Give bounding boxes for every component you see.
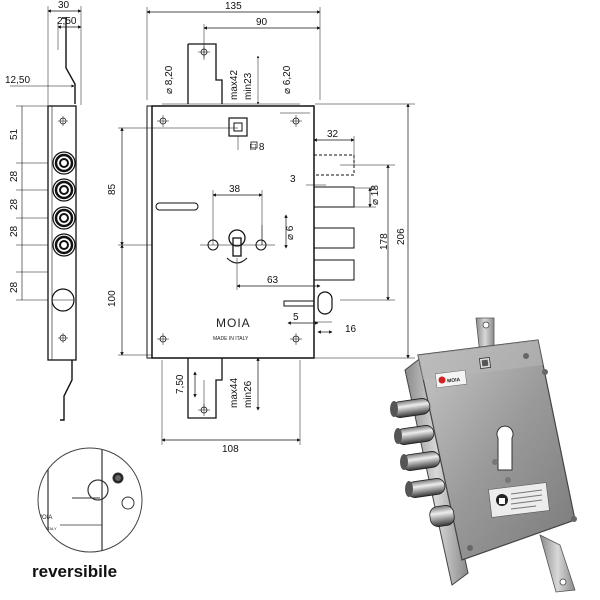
inset-brand: MOIA: [37, 515, 52, 521]
photo-sticker: MOIA: [434, 369, 468, 389]
lock-photo: MOIA: [390, 317, 577, 593]
dim-square: □ 8: [250, 142, 265, 153]
inset-sub: SEE ITALY: [37, 526, 57, 531]
dim-cylinder-dia: ⌀ 6: [285, 225, 296, 240]
latch-head: [51, 288, 75, 312]
side-view: [10, 6, 82, 421]
dim-keeper-bottom-max: max44: [229, 378, 240, 408]
dim-side-hook: 12,50: [5, 75, 30, 86]
dim-keeper-bottom-min: min26: [243, 380, 254, 408]
dim-side-pitch-2: 28: [9, 170, 20, 182]
side-bolts: [51, 151, 76, 312]
bolt-head-2: [52, 178, 76, 202]
dim-height-178: 178: [379, 233, 390, 250]
dim-front-keeper-offset: 90: [256, 17, 268, 28]
dim-height-206: 206: [396, 228, 407, 245]
reversible-caption: reversibile: [32, 562, 118, 581]
dim-keeper-top-right: ⌀ 6,20: [282, 65, 293, 94]
dim-bolt-length: 32: [327, 129, 339, 140]
bolt-head-3: [52, 206, 76, 230]
dim-bolt-63: 63: [267, 275, 279, 286]
dim-height-100: 100: [107, 290, 118, 307]
reversible-inset: MOIA SEE ITALY: [37, 447, 143, 553]
side-dimension-labels: 30 2,50 12,50 51 28 28 28 28: [5, 0, 77, 293]
dim-front-width: 135: [225, 1, 242, 12]
brand-made-in: MADE IN ITALY: [213, 336, 249, 342]
brand-name: MOIA: [216, 316, 251, 330]
bolt-head-4: [52, 233, 76, 257]
photo-bolts: [390, 398, 455, 527]
front-view: [118, 7, 415, 445]
dim-keeper-top-max: max42: [229, 70, 240, 100]
dim-side-pitch-5: 28: [9, 281, 20, 293]
photo-warning-label: [488, 482, 550, 518]
front-dimension-labels: 135 90 ⌀ 8,20 max42 min23 ⌀ 6,20 32 □ 8 …: [107, 1, 407, 455]
dim-side-pitch-4: 28: [9, 225, 20, 237]
dim-keeper-top-min: min23: [243, 72, 254, 100]
dim-bottom-width: 108: [222, 444, 239, 455]
dim-keeper-top-left: ⌀ 8,20: [164, 65, 175, 94]
dim-keeper-bottom-left: 7,50: [175, 374, 186, 394]
photo-sticker-brand: MOIA: [447, 377, 461, 385]
dim-side-pitch-1: 51: [9, 128, 20, 140]
dim-latch-16: 16: [345, 324, 357, 335]
dim-side-pitch-3: 28: [9, 198, 20, 210]
dim-spacing-85: 85: [107, 183, 118, 195]
dim-latch-5: 5: [293, 312, 299, 323]
dim-cylinder-width: 38: [229, 184, 241, 195]
dim-side-offset: 2,50: [57, 16, 77, 27]
bolt-head-1: [52, 151, 76, 175]
dim-bolt-diameter: ⌀ 18: [370, 185, 381, 205]
dim-side-width: 30: [58, 0, 70, 11]
dim-bolt-gap: 3: [290, 174, 296, 185]
